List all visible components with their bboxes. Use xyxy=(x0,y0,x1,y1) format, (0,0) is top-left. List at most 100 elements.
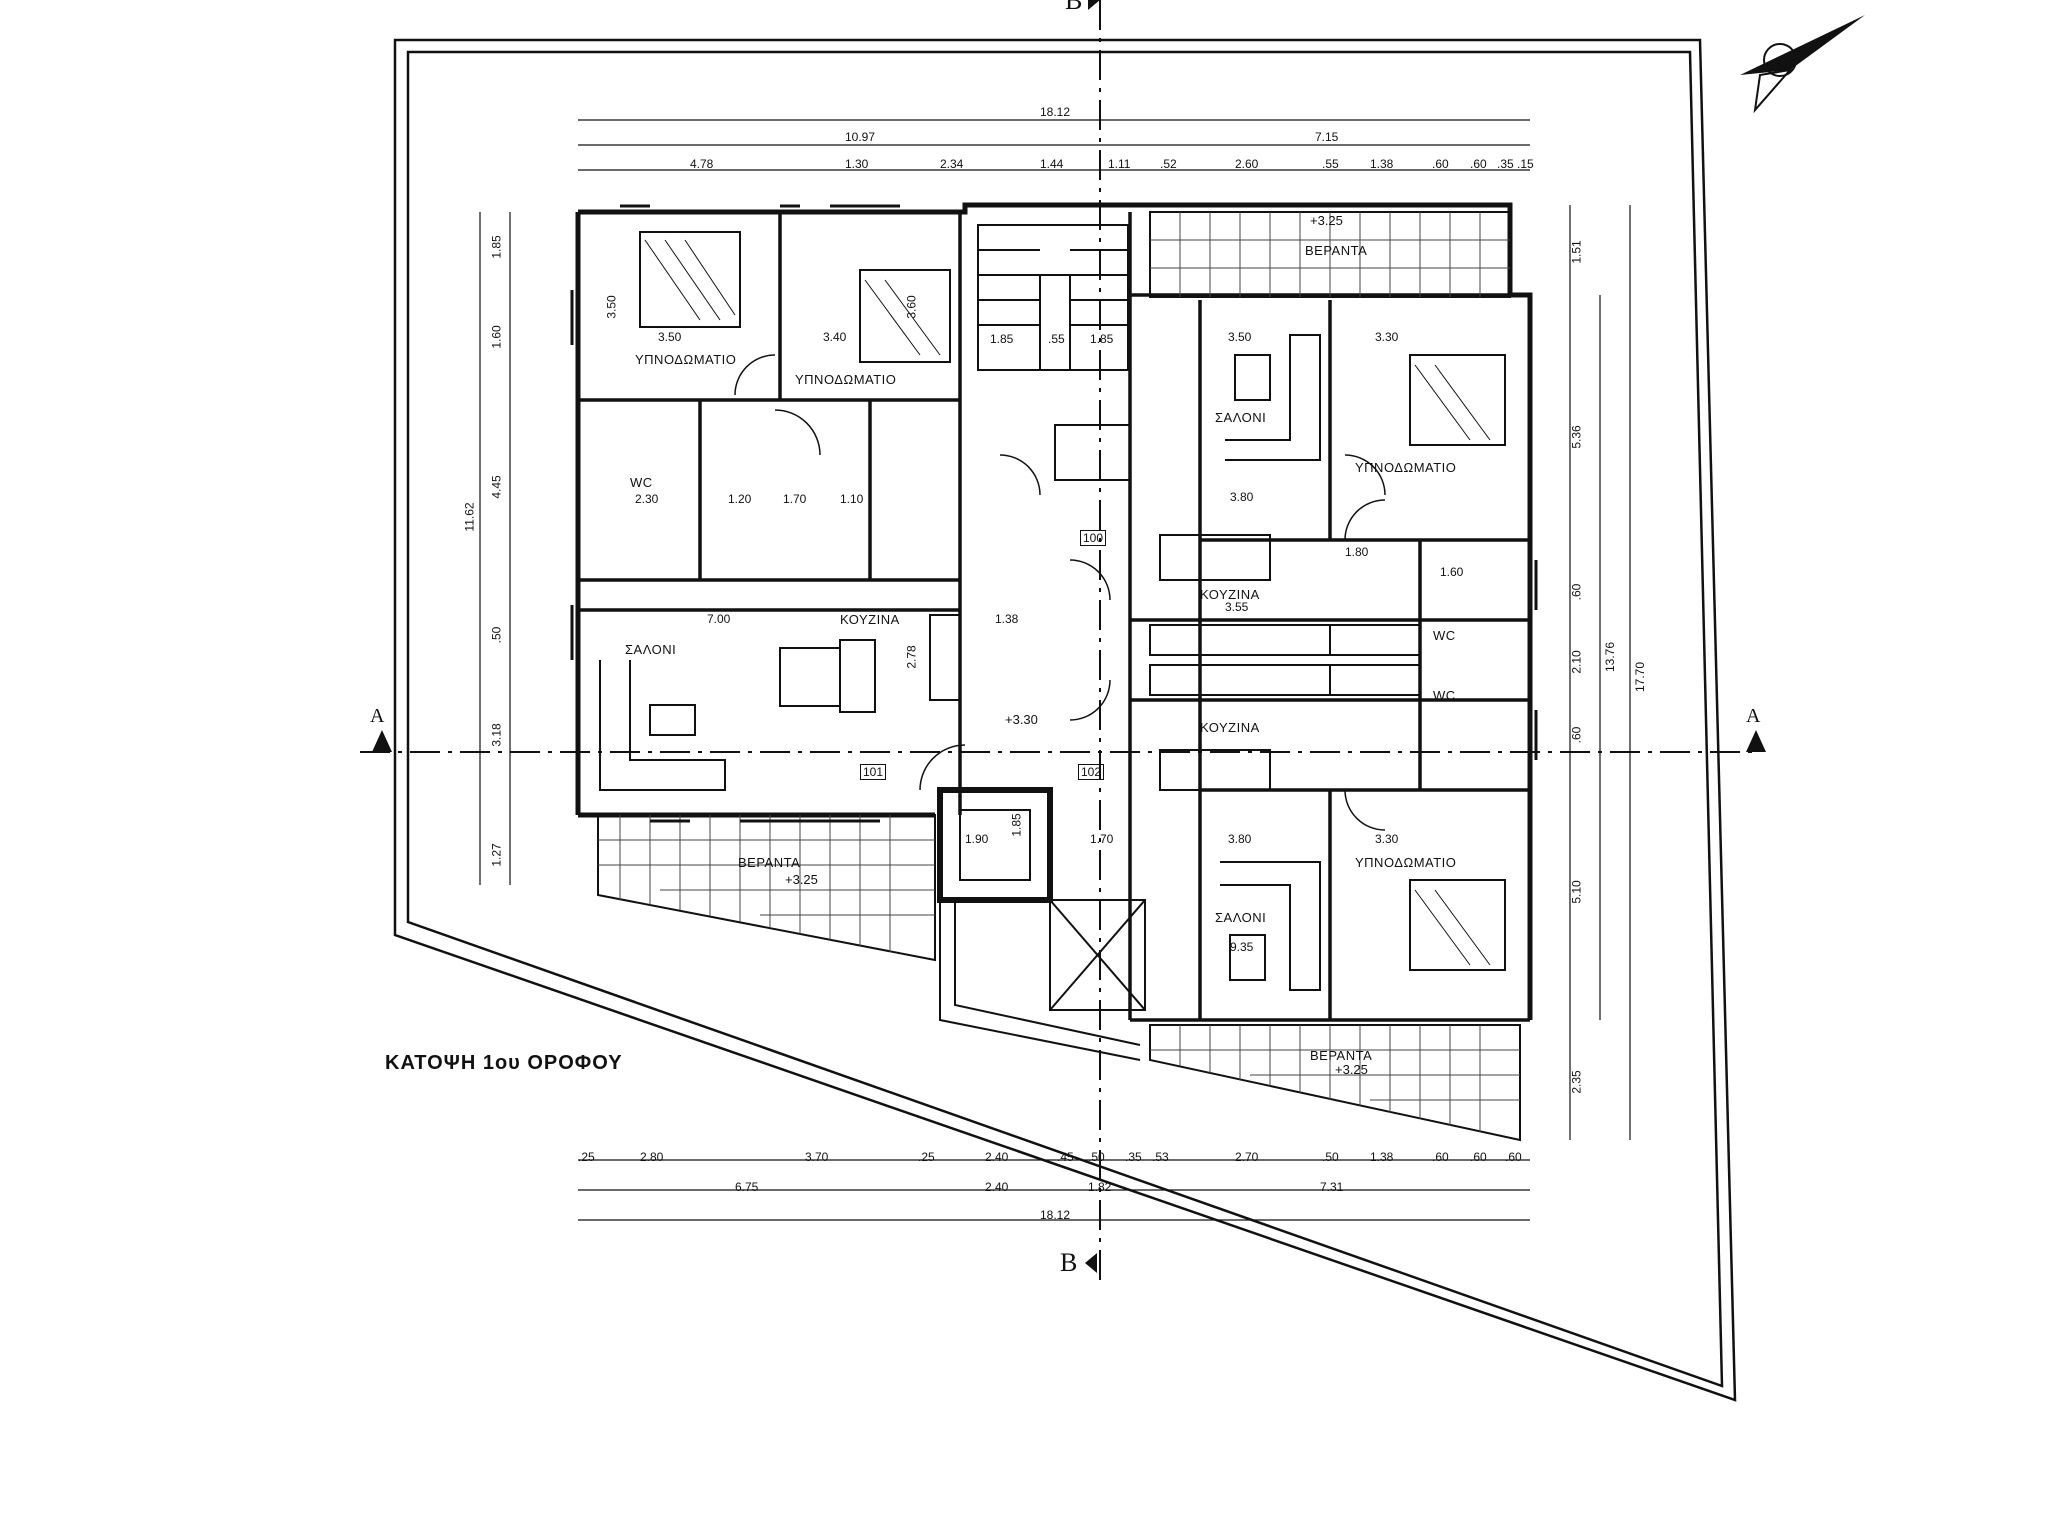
level-stair: +3.30 xyxy=(1005,712,1038,727)
dim-top-seg: 1.38 xyxy=(1370,157,1394,171)
interior-dim: 1.20 xyxy=(728,492,752,506)
interior-dim: 1.85 xyxy=(1009,813,1024,837)
dim-left-seg: 1.85 xyxy=(489,235,504,259)
room-se-wc: WC xyxy=(1433,688,1456,703)
dim-top-left: 10.97 xyxy=(845,130,876,144)
interior-dim: 1.70 xyxy=(783,492,807,506)
dim-left-seg: 1.60 xyxy=(489,325,504,349)
room-west-wc: WC xyxy=(630,475,653,490)
section-lines xyxy=(360,0,1760,1280)
balcony-west xyxy=(597,814,936,962)
dim-bottom-seg: 2.70 xyxy=(1235,1150,1259,1164)
room-se-living: ΣΑΛΟΝΙ xyxy=(1215,910,1267,925)
interior-dim: 1.10 xyxy=(840,492,864,506)
section-label-a-left: A xyxy=(370,705,385,727)
level-balcony-west: +3.25 xyxy=(785,872,818,887)
dim-bottom-seg: .60 xyxy=(1432,1150,1449,1164)
interior-dim: 3.80 xyxy=(1228,832,1252,846)
dim-top-seg: 2.60 xyxy=(1235,157,1259,171)
dim-top-seg: 1.30 xyxy=(845,157,869,171)
interior-dim: 3.30 xyxy=(1375,832,1399,846)
unit-tag: 100 xyxy=(1080,530,1107,546)
dim-right-overall-a: 13.76 xyxy=(1603,641,1618,673)
interior-dim: 3.55 xyxy=(1225,600,1249,614)
section-marker-b-top-icon xyxy=(1088,0,1100,10)
interior-dim: 2.78 xyxy=(904,645,919,669)
interior-dim: 3.40 xyxy=(823,330,847,344)
unit-tag: 102 xyxy=(1078,764,1105,780)
section-label-b-top: B xyxy=(1065,0,1083,15)
bed-hatch xyxy=(644,239,1491,966)
level-balcony-ne: +3.25 xyxy=(1310,213,1343,228)
room-ne-kitchen: ΚΟΥΖΙΝΑ xyxy=(1200,587,1260,602)
section-marker-b-bottom-icon xyxy=(1085,1253,1097,1273)
room-ne-living: ΣΑΛΟΝΙ xyxy=(1215,410,1267,425)
dim-right-seg: 2.35 xyxy=(1569,1070,1584,1094)
room-west-balcony: ΒΕΡΑΝΤΑ xyxy=(738,855,801,870)
dim-right-seg: .60 xyxy=(1569,726,1584,744)
dim-top-seg: 1.11 xyxy=(1108,157,1131,171)
interior-dim: 1.80 xyxy=(1345,545,1369,559)
dim-top-seg: .60 xyxy=(1432,157,1449,171)
dim-bottom-seg: 3.70 xyxy=(805,1150,829,1164)
dim-bottom-seg: .45 xyxy=(1057,1150,1074,1164)
room-se-kitchen: ΚΟΥΖΙΝΑ xyxy=(1200,720,1260,735)
interior-dim: 3.50 xyxy=(1228,330,1252,344)
beds xyxy=(639,231,1506,971)
section-label-b-bottom: B xyxy=(1060,1248,1078,1277)
level-balcony-se: +3.25 xyxy=(1335,1062,1368,1077)
dim-right-seg: 1.51 xyxy=(1569,240,1584,264)
interior-dim: 9.35 xyxy=(1230,940,1254,954)
dim-left-seg: .50 xyxy=(489,626,504,644)
dim-top-right: 7.15 xyxy=(1315,130,1339,144)
section-marker-a-left-icon xyxy=(372,730,392,752)
interior-dim: 3.60 xyxy=(904,295,919,319)
dim-right-seg: .60 xyxy=(1569,583,1584,601)
dim-top-seg: .60 xyxy=(1470,157,1487,171)
interior-dim: 2.30 xyxy=(635,492,659,506)
room-ne-balcony: ΒΕΡΑΝΤΑ xyxy=(1305,243,1368,258)
door-swings xyxy=(734,354,1386,831)
interior-dim: .55 xyxy=(1048,332,1065,346)
dim-top-seg: .15 xyxy=(1517,157,1534,171)
dim-bottom-mid: 2.40 xyxy=(985,1180,1009,1194)
dimension-lines xyxy=(479,119,1631,1221)
section-label-a-right: A xyxy=(1746,705,1761,727)
room-west-living: ΣΑΛΟΝΙ xyxy=(625,642,677,657)
dim-top-overall: 18.12 xyxy=(1040,105,1071,119)
room-se-bedroom: ΥΠΝΟΔΩΜΑΤΙΟ xyxy=(1355,855,1457,870)
dim-right-seg: 2.10 xyxy=(1569,650,1584,674)
dim-bottom-mid: 6.75 xyxy=(735,1180,759,1194)
balcony-se xyxy=(1149,1024,1521,1142)
furniture xyxy=(599,334,1321,991)
dim-bottom-seg: .60 xyxy=(1505,1150,1522,1164)
plot-boundary xyxy=(393,38,1737,1402)
dim-left-overall: 11.62 xyxy=(462,502,477,532)
dim-top-seg: 4.78 xyxy=(690,157,714,171)
room-west-bedroom-1: ΥΠΝΟΔΩΜΑΤΙΟ xyxy=(635,352,737,367)
dim-bottom-seg: 2.40 xyxy=(985,1150,1009,1164)
interior-dim: 3.80 xyxy=(1230,490,1254,504)
dim-bottom-mid: 7.31 xyxy=(1320,1180,1344,1194)
dim-top-seg: 1.44 xyxy=(1040,157,1064,171)
room-ne-wc: WC xyxy=(1433,628,1456,643)
dim-bottom-mid: 1.82 xyxy=(1088,1180,1112,1194)
dim-bottom-seg: .50 xyxy=(1088,1150,1105,1164)
interior-dim: 7.00 xyxy=(707,612,731,626)
interior-dim: 1.85 xyxy=(1090,332,1114,346)
lift xyxy=(937,787,1053,903)
dim-top-seg: .55 xyxy=(1322,157,1339,171)
dim-bottom-seg: .25 xyxy=(918,1150,935,1164)
stair xyxy=(977,224,1131,481)
dim-top-seg: 2.34 xyxy=(940,157,964,171)
interior-dim: 1.70 xyxy=(1090,832,1114,846)
dim-bottom-seg: .35 xyxy=(1125,1150,1142,1164)
dim-bottom-overall: 18.12 xyxy=(1040,1208,1071,1222)
interior-dim: 3.30 xyxy=(1375,330,1399,344)
dim-bottom-seg: .50 xyxy=(1322,1150,1339,1164)
dim-left-seg: 4.45 xyxy=(489,475,504,499)
interior-walls xyxy=(578,212,1530,1022)
dim-top-seg: .52 xyxy=(1160,157,1177,171)
balcony-grid xyxy=(598,212,1520,1132)
